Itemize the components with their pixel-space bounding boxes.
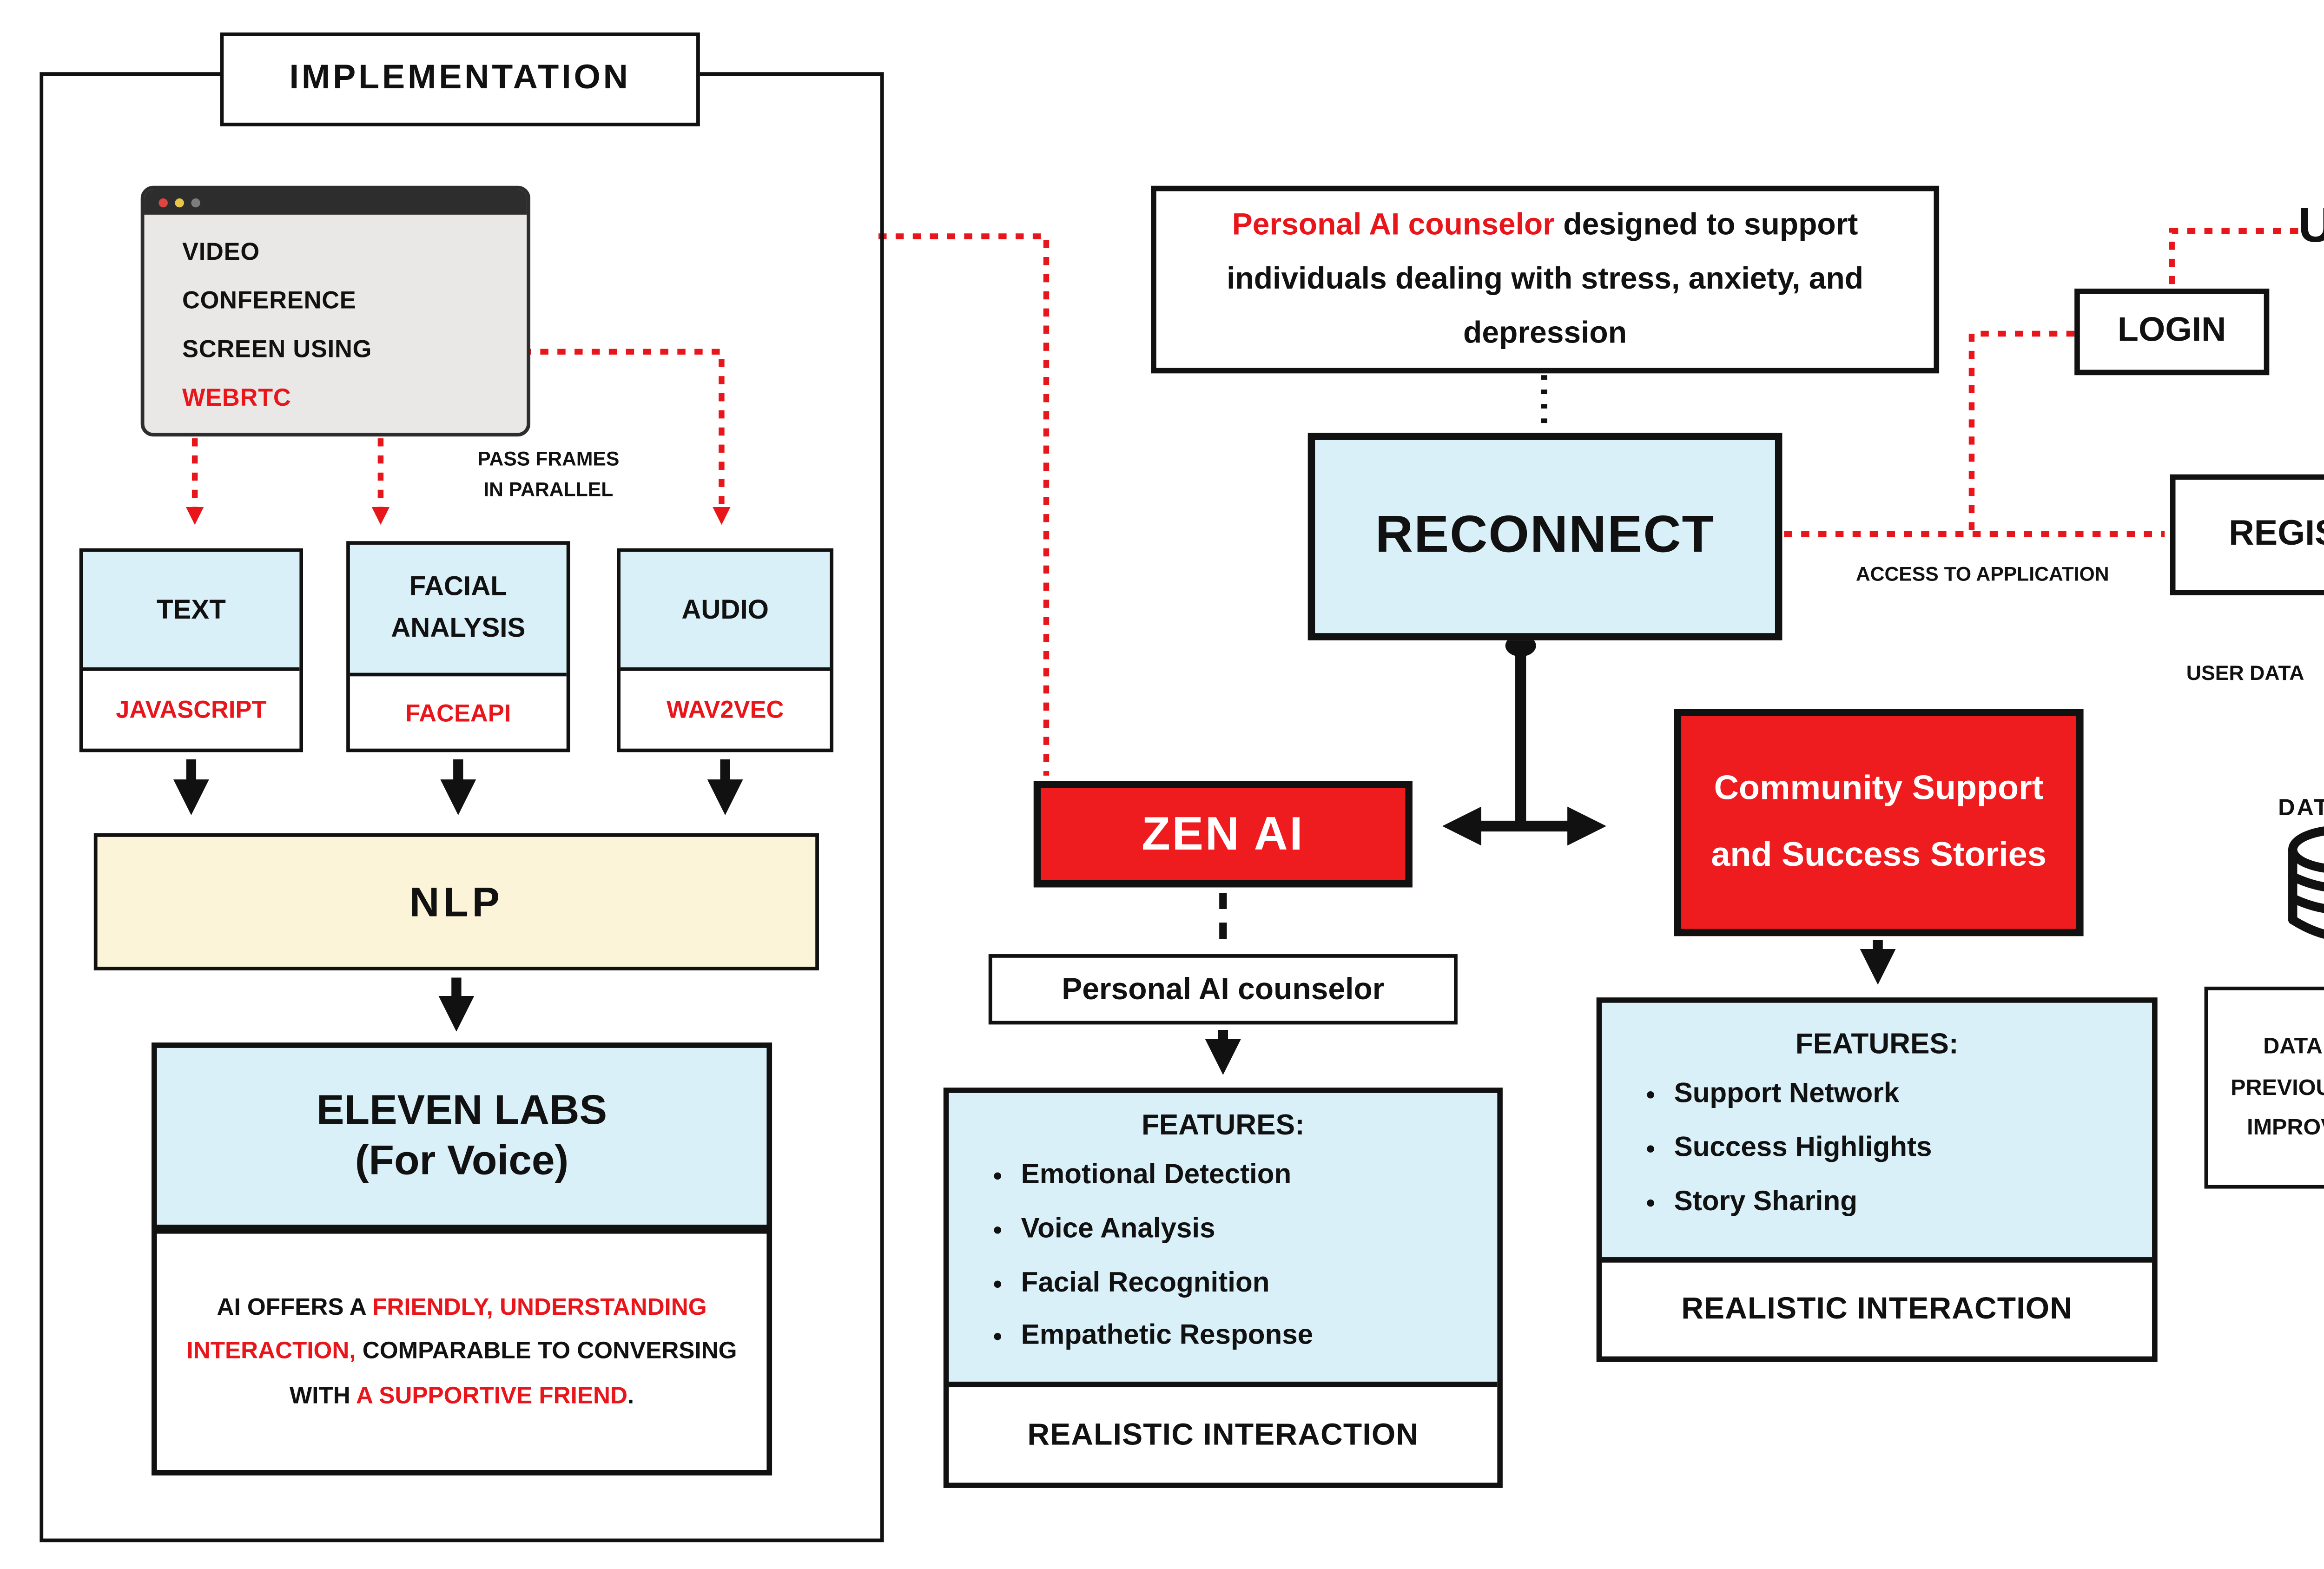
db-note-box: DATABASE IS ALSO USED TO STORE PREVIOUS … (2204, 986, 2324, 1189)
wire-implementation-to-zenai (878, 233, 1050, 776)
community-footer-box: REALISTIC INTERACTION (1602, 1257, 2152, 1357)
user-label: USER (2298, 198, 2324, 254)
feature-item: Facial Recognition (1021, 1256, 1498, 1310)
pipeline-text-box: TEXT JAVASCRIPT (79, 548, 304, 752)
db-note-part: DATABASE IS ALSO USED TO (2263, 1034, 2324, 1060)
feature-item: Emotional Detection (1021, 1149, 1498, 1202)
zen-footer-box: REALISTIC INTERACTION (949, 1381, 1498, 1483)
zen-sublabel: Personal AI counselor (1062, 971, 1385, 1006)
eleven-labs-line1: ELEVEN LABS (317, 1086, 607, 1134)
pass-frames-line2: IN PARALLEL (483, 480, 614, 502)
zen-features-box: FEATURES: Emotional DetectionVoice Analy… (943, 1088, 1503, 1488)
zen-features-heading: FEATURES: (1141, 1111, 1305, 1142)
video-line: CONFERENCE (182, 287, 357, 314)
video-conference-window: VIDEO CONFERENCE SCREEN USING WEBRTC (140, 185, 531, 437)
community-features-heading: FEATURES: (1795, 1030, 1959, 1061)
pipeline-audio-title: AUDIO (681, 594, 769, 625)
zen-ai-label: ZEN AI (1142, 806, 1305, 861)
ai-note-text: AI OFFERS A FRIENDLY, UNDERSTANDING INTE… (173, 1286, 751, 1418)
wire-user-to-login (2169, 228, 2298, 287)
video-line-webrtc: WEBRTC (182, 384, 291, 411)
video-window-text: VIDEO CONFERENCE SCREEN USING WEBRTC (144, 215, 527, 422)
pipeline-audio-tech: WAV2VEC (666, 696, 784, 724)
access-to-application-label: ACCESS TO APPLICATION (1855, 564, 2109, 587)
window-titlebar (144, 189, 527, 215)
database-gear-icon (2288, 826, 2324, 939)
login-box: LOGIN (2074, 288, 2270, 376)
wire-login-to-access (1968, 330, 2075, 531)
wire-video-to-audio (523, 349, 731, 525)
implementation-title: IMPLEMENTATION (289, 59, 631, 98)
pipeline-facial-title: FACIAL ANALYSIS (391, 572, 526, 643)
database-label: DATABASE (2278, 793, 2324, 821)
ai-note-part-red: A SUPPORTIVE FRIEND (356, 1381, 627, 1408)
ai-note-part: . (627, 1381, 634, 1408)
pipeline-text-title: TEXT (156, 594, 226, 625)
maximize-dot-icon (191, 197, 200, 207)
community-box: Community Support and Success Stories (1674, 709, 2084, 936)
video-line: VIDEO (182, 238, 260, 265)
zen-features-list-area: FEATURES: Emotional DetectionVoice Analy… (949, 1093, 1498, 1382)
feature-item: Empathetic Response (1021, 1310, 1498, 1364)
pipeline-audio-box: AUDIO WAV2VEC (617, 548, 834, 752)
zen-sublabel-box: Personal AI counselor (988, 954, 1458, 1025)
pipeline-facial-tech: FACEAPI (405, 699, 511, 726)
feature-item: Voice Analysis (1021, 1203, 1498, 1256)
nlp-label: NLP (409, 877, 503, 925)
counselor-note-highlight: Personal AI counselor (1232, 206, 1555, 241)
ai-note-part-red: FRIENDLY, UNDERSTANDING INTERACTION, (186, 1293, 707, 1365)
eleven-labs-line2: (For Voice) (355, 1136, 569, 1183)
counselor-note-rest: designed to support individuals dealing … (1227, 206, 1864, 350)
close-dot-icon (158, 197, 168, 207)
reconnect-box: RECONNECT (1307, 433, 1783, 640)
eleven-labs-box: ELEVEN LABS (For Voice) (152, 1042, 772, 1230)
ai-note-box: AI OFFERS A FRIENDLY, UNDERSTANDING INTE… (152, 1228, 772, 1476)
registration-label: REGISTRATION (2229, 514, 2324, 554)
counselor-note-box: Personal AI counselor designed to suppor… (1151, 185, 1940, 374)
feature-item: Story Sharing (1674, 1176, 2152, 1229)
user-data-label: USER DATA (2186, 664, 2304, 686)
minimize-dot-icon (175, 197, 184, 207)
pass-frames-label: PASS FRAMES IN PARALLEL (433, 446, 664, 507)
nlp-box: NLP (93, 833, 819, 970)
reconnect-label: RECONNECT (1375, 507, 1715, 565)
pipeline-facial-box: FACIAL ANALYSIS FACEAPI (346, 541, 570, 752)
community-features-list-area: FEATURES: Support NetworkSuccess Highlig… (1602, 1002, 2152, 1258)
ai-note-part: COMPARABLE TO CONVERSING WITH (289, 1337, 737, 1408)
video-line: SCREEN USING (182, 335, 372, 363)
pipeline-text-tech: JAVASCRIPT (116, 696, 267, 724)
counselor-note-text: Personal AI counselor designed to suppor… (1182, 198, 1908, 361)
login-label: LOGIN (2117, 312, 2226, 350)
implementation-title-box: IMPLEMENTATION (220, 32, 700, 126)
ai-note-part: AI OFFERS A (217, 1293, 373, 1320)
pass-frames-line1: PASS FRAMES (477, 449, 620, 471)
community-features-list: Support NetworkSuccess HighlightsStory S… (1602, 1068, 2152, 1229)
feature-item: Support Network (1674, 1068, 2152, 1122)
db-note-part: PREVIOUS INTERACTIONS AS (2231, 1075, 2324, 1100)
junction-dot (1505, 635, 1536, 657)
db-note-text: DATABASE IS ALSO USED TO STORE PREVIOUS … (2222, 1027, 2324, 1148)
community-label: Community Support and Success Stories (1711, 770, 2047, 875)
zen-features-list: Emotional DetectionVoice AnalysisFacial … (949, 1149, 1497, 1364)
community-features-box: FEATURES: Support NetworkSuccess Highlig… (1596, 997, 2158, 1362)
zen-footer-label: REALISTIC INTERACTION (1027, 1417, 1419, 1451)
registration-box: REGISTRATION (2170, 474, 2324, 595)
db-note-part: TO IMPROVE PERSONALISED EXPERIENCE (2247, 1115, 2324, 1140)
community-footer-label: REALISTIC INTERACTION (1681, 1291, 2073, 1326)
feature-item: Success Highlights (1674, 1122, 2152, 1175)
zen-ai-box: ZEN AI (1033, 781, 1413, 888)
